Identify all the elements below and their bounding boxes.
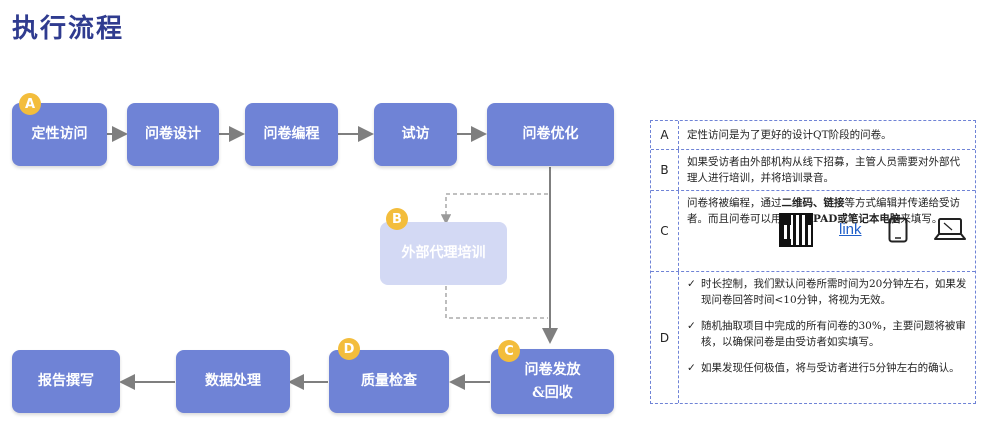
qr-code-icon [779, 213, 813, 247]
list-item: ✓ 时长控制，我们默认问卷所需时间为20分钟左右，如果发现问卷回答时间<10分钟… [687, 276, 967, 308]
list-item: ✓ 随机抽取项目中完成的所有问卷的30%，主要问题将被审核，以确保问卷是由受访者… [687, 318, 967, 350]
step-label: 问卷优化 [522, 126, 579, 143]
step-label-line2: &回收 [532, 384, 573, 401]
badge-c: C [498, 340, 520, 362]
note-c-part5: 来填写。 [900, 213, 943, 225]
note-row-a: A 定性访问是为了更好的设计QT阶段的问卷。 [651, 121, 975, 150]
tablet-icon [888, 217, 908, 243]
step-external-agent-training: 外部代理培训 [380, 222, 507, 285]
dashed-branch-bottom [445, 286, 548, 319]
link-label[interactable]: link [839, 221, 862, 238]
badge-a: A [19, 93, 41, 115]
step-label: 数据处理 [205, 373, 261, 390]
note-key: C [651, 191, 679, 271]
step-label: 问卷设计 [145, 126, 201, 143]
dashed-branch-top [440, 193, 548, 225]
badge-b: B [386, 208, 408, 230]
note-c-icons: link [687, 213, 967, 247]
note-text: 问卷将被编程，通过二维码、链接等方式编辑并传递给受访者。而且问卷可以用手机、PA… [679, 191, 975, 271]
badge-d: D [338, 338, 360, 360]
step-questionnaire-design: 问卷设计 [127, 103, 219, 166]
step-label: 定性访问 [31, 126, 88, 143]
note-d-item: 如果发现任何极值，将与受访者进行5分钟左右的确认。 [701, 362, 960, 374]
note-key: B [651, 150, 679, 190]
note-b-text: 如果受访者由外部机构从线下招募，主管人员需要对外部代理人进行培训，并将培训录音。 [687, 156, 960, 184]
check-icon: ✓ [687, 362, 696, 374]
page-title: 执行流程 [12, 14, 125, 44]
note-row-d: D ✓ 时长控制，我们默认问卷所需时间为20分钟左右，如果发现问卷回答时间<10… [651, 272, 975, 403]
note-row-c: C 问卷将被编程，通过二维码、链接等方式编辑并传递给受访者。而且问卷可以用手机、… [651, 191, 975, 272]
list-item: ✓ 如果发现任何极值，将与受访者进行5分钟左右的确认。 [687, 360, 967, 376]
step-data-processing: 数据处理 [176, 350, 290, 413]
step-label: 外部代理培训 [401, 245, 486, 262]
note-key: A [651, 121, 679, 149]
check-icon: ✓ [687, 278, 696, 290]
note-a-text: 定性访问是为了更好的设计QT阶段的问卷。 [687, 129, 892, 141]
step-label: 试访 [401, 126, 430, 143]
step-report-writing: 报告撰写 [12, 350, 120, 413]
step-label-line1: 问卷发放 [524, 362, 581, 379]
note-text: ✓ 时长控制，我们默认问卷所需时间为20分钟左右，如果发现问卷回答时间<10分钟… [679, 272, 975, 403]
step-questionnaire-optimization: 问卷优化 [487, 103, 614, 166]
note-text: 定性访问是为了更好的设计QT阶段的问卷。 [679, 121, 975, 149]
step-questionnaire-programming: 问卷编程 [245, 103, 338, 166]
step-label: 报告撰写 [38, 373, 94, 390]
notes-table: A 定性访问是为了更好的设计QT阶段的问卷。 B 如果受访者由外部机构从线下招募… [650, 120, 976, 404]
laptop-icon [933, 218, 966, 240]
note-text: 如果受访者由外部机构从线下招募，主管人员需要对外部代理人进行培训，并将培训录音。 [679, 150, 975, 190]
note-row-b: B 如果受访者由外部机构从线下招募，主管人员需要对外部代理人进行培训，并将培训录… [651, 150, 975, 191]
step-pilot-interview: 试访 [374, 103, 457, 166]
note-c-part2: 二维码、链接 [781, 197, 845, 209]
step-label: 问卷编程 [263, 126, 320, 143]
note-c-part1: 问卷将被编程，通过 [687, 197, 782, 209]
note-d-item: 时长控制，我们默认问卷所需时间为20分钟左右，如果发现问卷回答时间<10分钟，将… [701, 278, 967, 306]
step-label: 质量检查 [361, 373, 417, 390]
note-d-item: 随机抽取项目中完成的所有问卷的30%，主要问题将被审核，以确保问卷是由受访者如实… [701, 320, 966, 348]
check-icon: ✓ [687, 320, 696, 332]
step-quality-check: 质量检查 [329, 350, 449, 413]
note-key: D [651, 272, 679, 403]
note-c-part3: 等方式编辑并传递给受访者。而且问卷可以用 [687, 197, 960, 225]
